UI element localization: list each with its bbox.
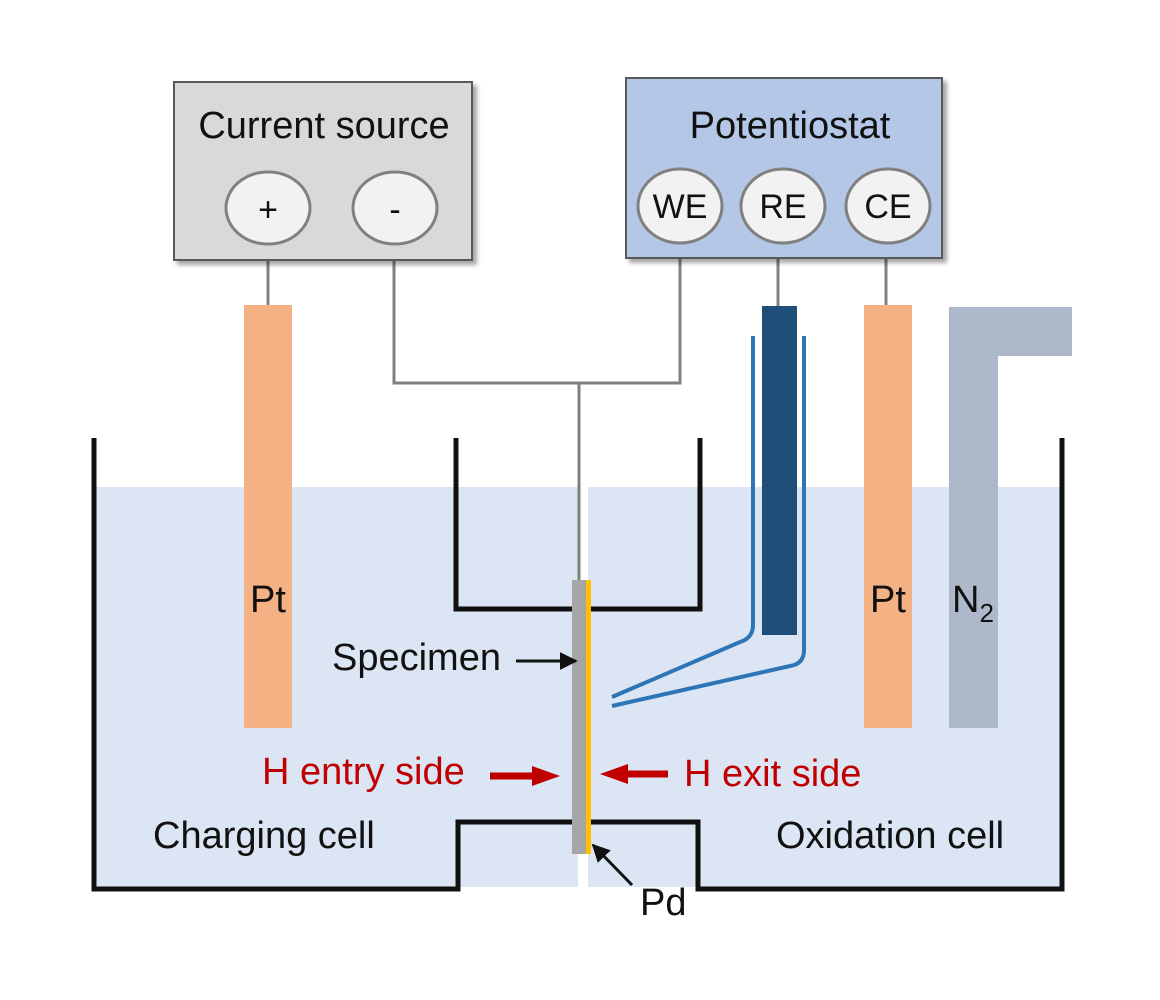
- h-exit-label: H exit side: [684, 753, 861, 795]
- specimen-membrane: [572, 580, 586, 854]
- charging-pt-label: Pt: [250, 579, 286, 621]
- pd-arrow: [591, 843, 634, 887]
- h-exit-arrow: [600, 764, 668, 784]
- pd-coating: [586, 580, 591, 854]
- pd-label: Pd: [640, 882, 686, 924]
- luggin-capillary-outer: [611, 336, 755, 699]
- re-terminal-label: RE: [759, 188, 806, 226]
- ce-terminal[interactable]: [844, 167, 932, 245]
- re-terminal[interactable]: [739, 167, 827, 245]
- nitrogen-subscript: 2: [979, 598, 993, 628]
- charging-cell-label: Charging cell: [153, 815, 375, 857]
- we-terminal-label: WE: [653, 188, 708, 226]
- h-entry-label: H entry side: [262, 751, 465, 793]
- reference-electrode: [762, 306, 797, 635]
- we-terminal[interactable]: [636, 167, 724, 245]
- nitrogen-label: N2: [952, 579, 994, 628]
- nitrogen-tube: [949, 307, 1072, 728]
- oxidation-cell-label: Oxidation cell: [776, 815, 1004, 857]
- charging-pt-electrode: [244, 305, 292, 728]
- oxidation-pt-label: Pt: [870, 579, 906, 621]
- specimen-label: Specimen: [332, 637, 501, 679]
- potentiostat: Potentiostat WE RE CE: [625, 77, 943, 259]
- plus-terminal-label: +: [258, 191, 278, 229]
- current-source: Current source + -: [173, 81, 473, 261]
- luggin-capillary-inner: [611, 336, 806, 708]
- plus-terminal[interactable]: [224, 170, 312, 246]
- oxidation-pt-electrode: [864, 305, 912, 728]
- potentiostat-title: Potentiostat: [690, 105, 891, 147]
- minus-terminal-label: -: [389, 191, 400, 229]
- current-source-title: Current source: [198, 105, 449, 147]
- h-entry-arrow: [490, 766, 560, 786]
- wire-minus-we-junction: [392, 245, 682, 385]
- nitrogen-symbol: N: [952, 579, 979, 621]
- minus-terminal[interactable]: [351, 170, 439, 246]
- ce-terminal-label: CE: [864, 188, 911, 226]
